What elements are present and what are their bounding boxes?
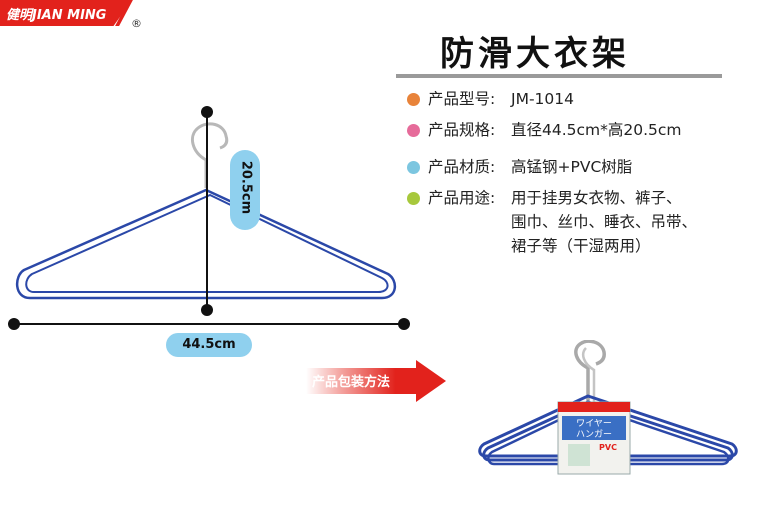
hanger-hook — [574, 340, 606, 402]
package-card-band — [558, 402, 630, 412]
spec-label: 产品材质: — [428, 158, 496, 176]
spec-usage-lines: 用于挂男女衣物、裤子、 围巾、丝巾、睡衣、吊带、 裙子等（干湿两用） — [511, 186, 697, 258]
package-card-text: PVC — [599, 443, 617, 452]
usage-line: 围巾、丝巾、睡衣、吊带、 — [511, 213, 698, 231]
bullet-dot-icon — [407, 192, 420, 205]
page-title: 防滑大衣架 — [440, 34, 630, 74]
package-card-text: ハンガー — [576, 429, 612, 440]
brand-logo: 健明JIAN MING — [0, 0, 133, 26]
bullet-dot-icon — [407, 124, 420, 137]
height-label: 20.5cm — [238, 160, 254, 215]
arrow-right-icon — [416, 360, 446, 402]
title-underline — [396, 74, 722, 78]
package-card-photo — [568, 444, 590, 466]
usage-line: 用于挂男女衣物、裤子、 — [511, 189, 682, 207]
width-label: 44.5cm — [166, 333, 252, 357]
dimension-endpoint — [8, 318, 20, 330]
spec-value: 高锰钢+PVC树脂 — [511, 158, 633, 176]
package-card-text: ワイヤー — [576, 419, 612, 429]
dimension-endpoint — [398, 318, 410, 330]
packaged-hanger-image: ワイヤー ハンガー PVC — [478, 340, 738, 475]
logo-text: 健明JIAN MING — [6, 8, 107, 23]
spec-label: 产品规格: — [428, 121, 496, 139]
spec-label: 产品型号: — [428, 90, 496, 108]
spec-value: 直径44.5cm*高20.5cm — [511, 121, 682, 139]
height-label-badge: 20.5cm — [230, 150, 260, 230]
packaging-arrow: 产品包装方法 — [306, 360, 446, 402]
spec-label: 产品用途: — [428, 189, 496, 207]
packaging-label: 产品包装方法 — [312, 375, 391, 390]
dimension-endpoint — [201, 106, 213, 118]
package-card-panel — [562, 416, 626, 440]
usage-line: 裙子等（干湿两用） — [511, 237, 651, 255]
bullet-dot-icon — [407, 161, 420, 174]
spec-value: JM-1014 — [511, 90, 574, 108]
arrow-body — [306, 368, 418, 394]
registered-mark: ® — [131, 17, 142, 30]
hanger-dimension-diagram — [8, 106, 410, 330]
dimension-endpoint — [201, 304, 213, 316]
hanger-hook — [190, 122, 229, 188]
bullet-dot-icon — [407, 93, 420, 106]
hanger-hook — [582, 347, 596, 402]
